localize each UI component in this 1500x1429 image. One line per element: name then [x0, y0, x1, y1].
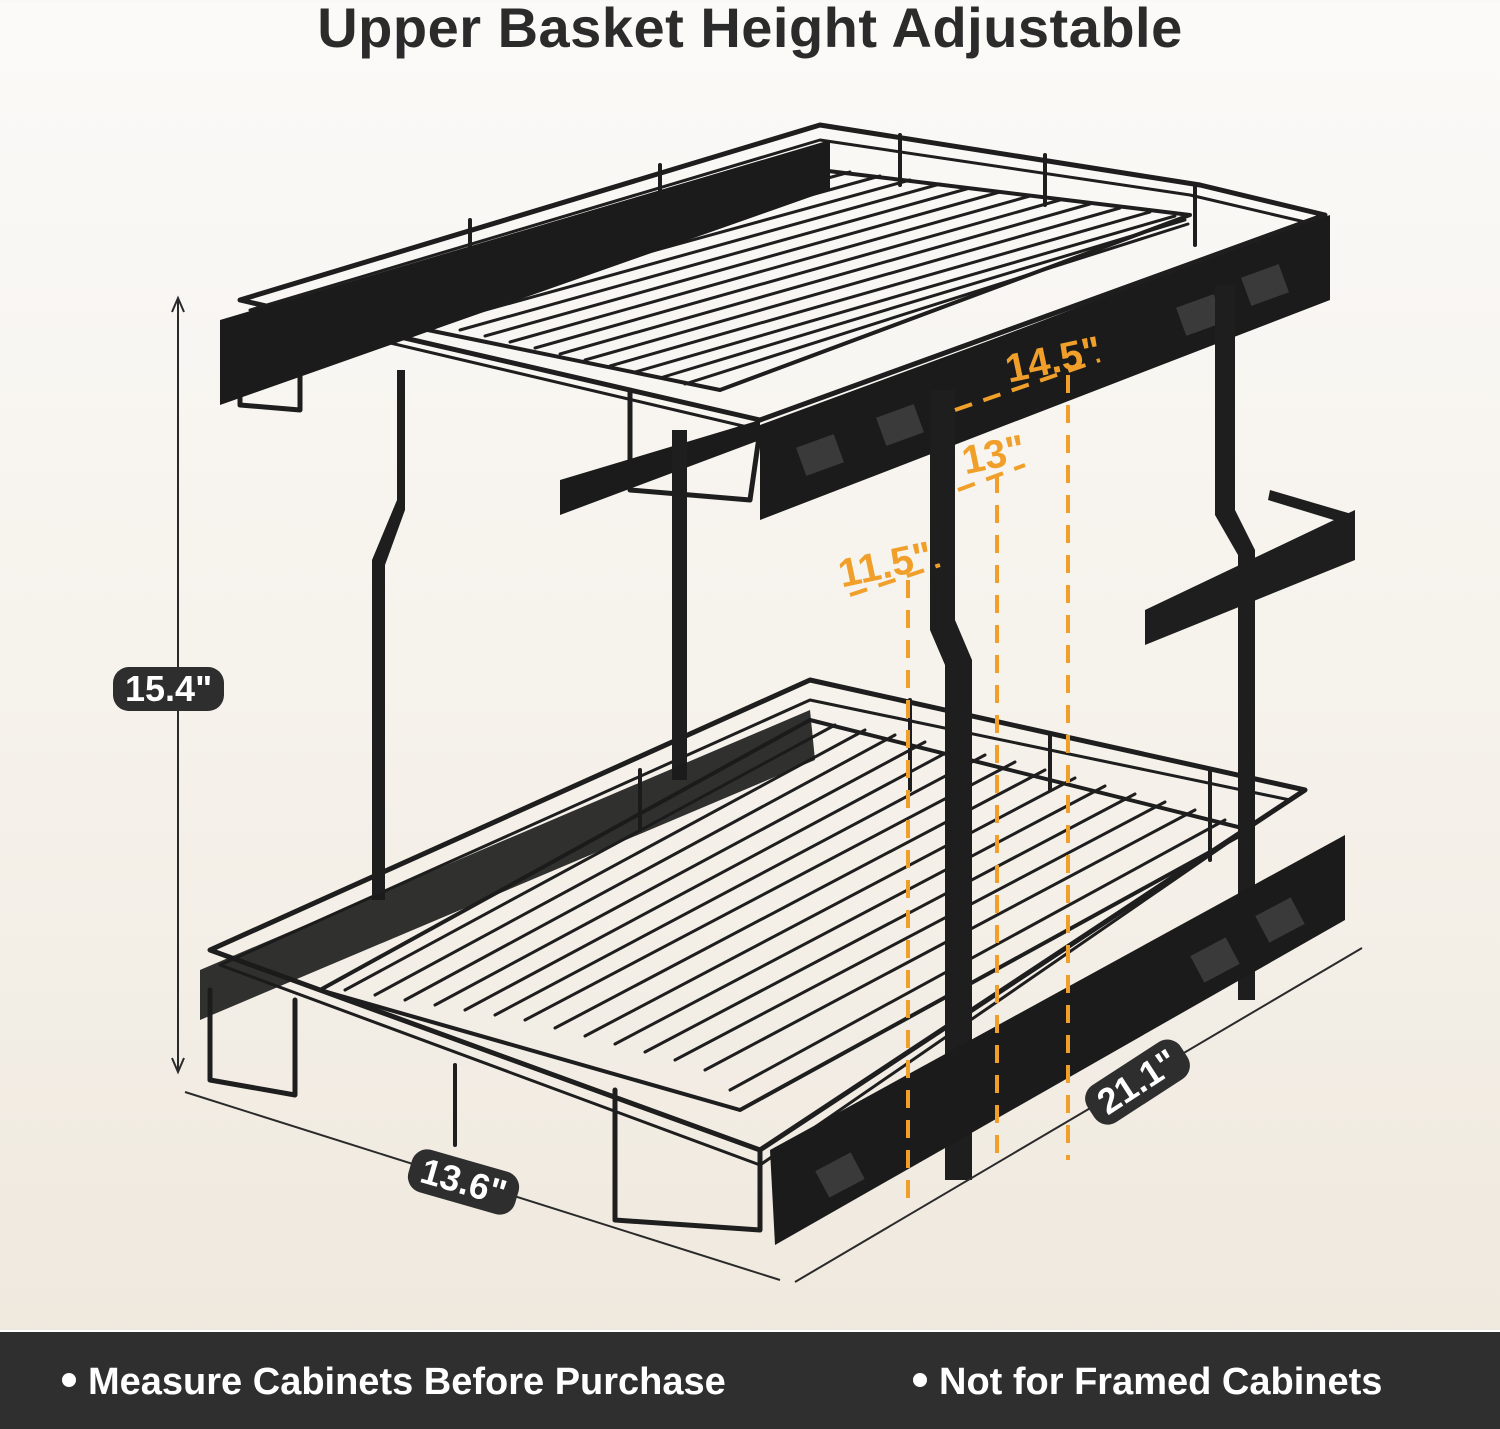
rack-illustration — [171, 122, 1363, 1283]
bullet-icon — [913, 1372, 927, 1387]
page-title: Upper Basket Height Adjustable — [317, 0, 1183, 59]
footer-banner: Measure Cabinets Before Purchase Not for… — [0, 1330, 1500, 1429]
footer-note-framed: Not for Framed Cabinets — [913, 1362, 1382, 1402]
footer-note-measure: Measure Cabinets Before Purchase — [62, 1362, 726, 1402]
bullet-icon — [62, 1372, 76, 1387]
height-dimension-label: 15.4" — [113, 667, 225, 711]
footer-note-label: Not for Framed Cabinets — [939, 1361, 1383, 1403]
footer-note-label: Measure Cabinets Before Purchase — [88, 1361, 726, 1403]
